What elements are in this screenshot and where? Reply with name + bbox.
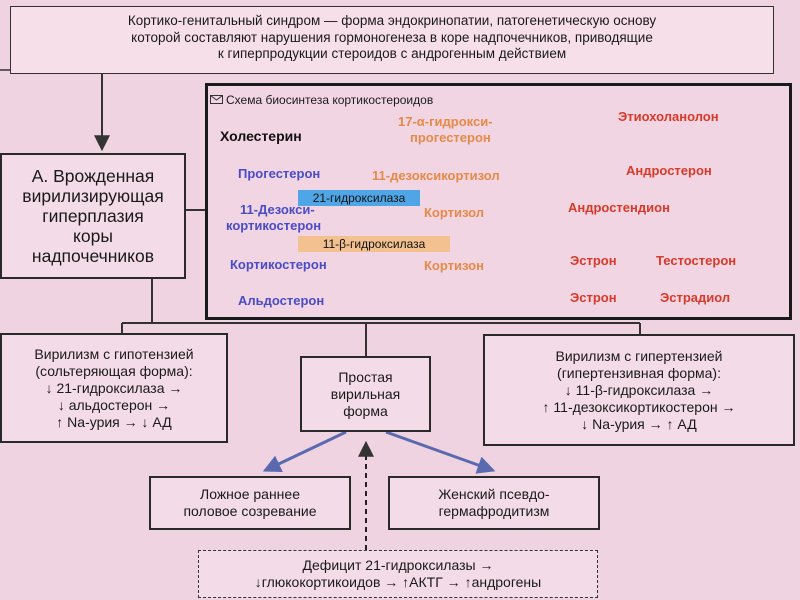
deoxycorticosterone-label: кортикостерон bbox=[226, 218, 322, 233]
deficit-line: ↓глюкокортикоидов → ↑АКТГ → ↑андрогены bbox=[254, 574, 542, 590]
deoxycortisol-label: 11-дезоксикортизол bbox=[372, 168, 500, 183]
estrone-label: Эстрон bbox=[570, 290, 617, 305]
form-line: ↓ альдостерон → bbox=[57, 396, 171, 413]
form-line: ↓ 11-β-гидроксилаза → bbox=[564, 381, 714, 398]
form-line: (сольтеряющая форма): bbox=[35, 362, 193, 379]
form-line: ↓ Na-урия → ↑ АД bbox=[581, 415, 697, 432]
cortisone-label: Кортизон bbox=[424, 258, 484, 273]
precocious-puberty-box: Ложное раннее половое созревание bbox=[149, 476, 351, 530]
etiocholanolone-label: Этиохоланолон bbox=[618, 109, 719, 124]
simple-virile-form-box: Простая вирильная форма bbox=[300, 356, 431, 432]
header-line: к гиперпродукции стероидов с андрогенным… bbox=[217, 46, 567, 61]
schema-title: Схема биосинтеза кортикостероидов bbox=[226, 93, 434, 107]
form-line: Простая bbox=[338, 368, 393, 385]
salt-wasting-form-box: Вирилизм с гипотензией (сольтеряющая фор… bbox=[0, 333, 228, 443]
enzyme-21-hydroxylase: 21-гидроксилаза bbox=[298, 190, 420, 206]
estradiol-label: Эстрадиол bbox=[660, 290, 731, 305]
hypertensive-form-box: Вирилизм с гипертензией (гипертензивная … bbox=[483, 334, 795, 446]
cholesterol-label: Холестерин bbox=[220, 128, 302, 144]
header-line: которой составляют нарушения гормоногене… bbox=[131, 29, 653, 45]
pseudohermaphroditism-box: Женский псевдо- гермафродитизм bbox=[388, 476, 600, 530]
hyperplasia-line: коры bbox=[73, 226, 113, 246]
hyperplasia-line: надпочечников bbox=[31, 246, 155, 266]
form-line: вирильная bbox=[330, 385, 401, 402]
form-line: форма bbox=[343, 402, 388, 419]
aldosterone-label: Альдостерон bbox=[238, 293, 325, 308]
form-line: Вирилизм с гипотензией bbox=[34, 345, 194, 362]
outcome-line: гермафродитизм bbox=[438, 503, 550, 519]
estrone-label: Эстрон bbox=[570, 253, 617, 268]
cortisol-label: Кортизол bbox=[424, 205, 485, 220]
header-box: Кортико-генитальный синдром — форма эндо… bbox=[10, 6, 774, 74]
outcome-line: Женский псевдо- bbox=[438, 486, 550, 502]
androsterone-label: Андростерон bbox=[626, 163, 712, 178]
corticosterone-label: Кортикостерон bbox=[230, 257, 327, 272]
deficit-line: Дефицит 21-гидроксилазы → bbox=[302, 557, 494, 573]
androstenedione-label: Андростендион bbox=[568, 200, 670, 215]
hyperplasia-line: А. Врожденная bbox=[31, 166, 155, 186]
form-line: (гипертензивная форма): bbox=[557, 364, 721, 381]
form-line: ↑ 11-дезоксикортикостерон → bbox=[542, 398, 736, 415]
deoxycorticosterone-label: 11-Дезокси- bbox=[240, 202, 315, 217]
testosterone-label: Тестостерон bbox=[656, 253, 737, 268]
hyperplasia-line: вирилизирующая bbox=[22, 186, 164, 206]
hyperplasia-line: гиперплазия bbox=[42, 206, 144, 226]
header-line: Кортико-генитальный синдром — форма эндо… bbox=[127, 13, 657, 28]
congenital-hyperplasia-box: А. Врожденная вирилизирующая гиперплазия… bbox=[0, 153, 186, 279]
form-line: ↑ Na-урия → ↓ АД bbox=[56, 413, 172, 430]
deficit-box: Дефицит 21-гидроксилазы → ↓глюкокортикои… bbox=[198, 550, 598, 598]
form-line: Вирилизм с гипертензией bbox=[555, 347, 723, 364]
envelope-icon bbox=[210, 95, 223, 104]
form-line: ↓ 21-гидроксилаза → bbox=[45, 379, 183, 396]
progesterone-label: Прогестерон bbox=[238, 166, 321, 181]
hydroxyprogesterone-label: 17-α-гидрокси- bbox=[398, 114, 493, 129]
outcome-line: половое созревание bbox=[183, 503, 317, 519]
hydroxyprogesterone-label: прогестерон bbox=[410, 130, 491, 145]
outcome-line: Ложное раннее bbox=[200, 486, 300, 502]
enzyme-11-beta-hydroxylase: 11-β-гидроксилаза bbox=[298, 236, 450, 252]
